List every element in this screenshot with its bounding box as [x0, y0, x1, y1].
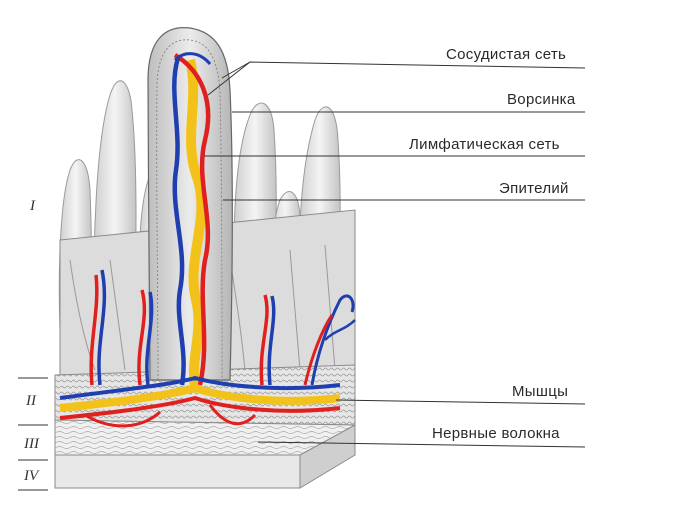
leader-lines	[204, 61, 586, 448]
label-lymphatic-network: Лимфатическая сеть	[409, 136, 560, 153]
layer-label-4: IV	[24, 468, 39, 484]
crypt-vessels	[89, 269, 356, 386]
main-villus	[147, 27, 233, 386]
label-villus: Ворсинка	[507, 91, 576, 108]
layer-label-2: II	[26, 393, 36, 409]
label-muscles: Мышцы	[512, 383, 569, 400]
base-layer	[54, 454, 301, 489]
label-epithelium: Эпителий	[499, 180, 569, 197]
layer-label-1: I	[30, 198, 35, 214]
layer-ticks	[18, 377, 48, 491]
submucosal-plexus	[59, 375, 341, 428]
label-vascular-network: Сосудистая сеть	[446, 46, 567, 63]
layer-label-3: III	[24, 436, 39, 452]
label-nerve-fibers: Нервные волокна	[432, 425, 560, 442]
side-face	[299, 424, 356, 489]
